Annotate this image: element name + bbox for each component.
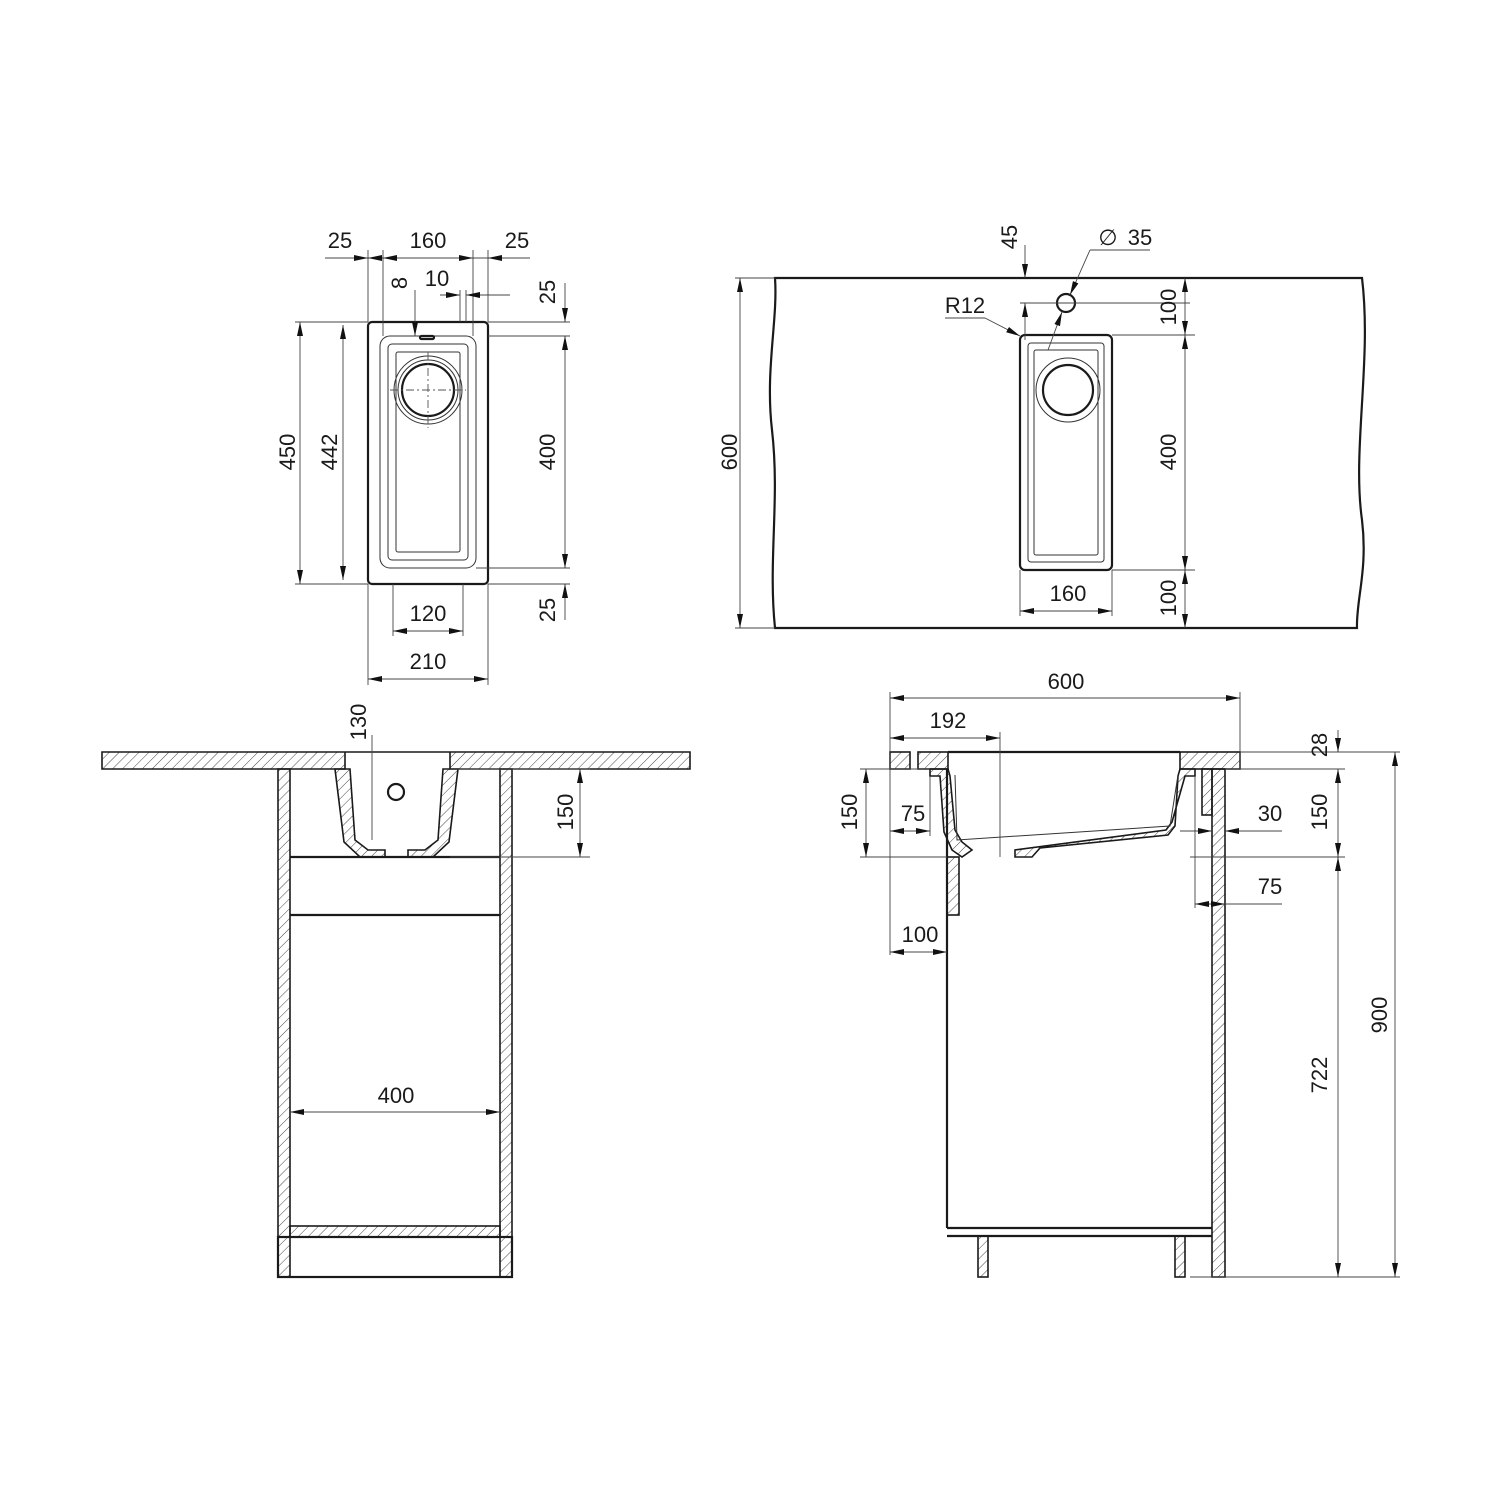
dim-cutout-width: 160 <box>1050 581 1087 606</box>
countertop-plan-view: 45 ∅ 35 R12 600 100 400 100 160 <box>717 225 1366 630</box>
dim-bowl-width: 160 <box>410 228 447 253</box>
dim-slot: 10 <box>425 266 449 291</box>
dim-worktop-depth: 600 <box>1048 669 1085 694</box>
dim-top-margin: 25 <box>535 280 560 304</box>
cutout-outline <box>1018 333 1114 572</box>
dim-clip-spacing: 120 <box>410 601 447 626</box>
dim-rail: 100 <box>902 922 939 947</box>
sink-plan-view: 25 160 25 8 10 25 400 25 450 442 120 210 <box>275 228 570 685</box>
dim-right-margin: 25 <box>505 228 529 253</box>
dim-overall-length: 450 <box>275 434 300 471</box>
dim-bowl-length: 400 <box>535 434 560 471</box>
overflow-icon <box>386 782 406 802</box>
dim-bottom-margin: 25 <box>535 598 560 622</box>
dim-bowl-depth-right: 150 <box>1307 794 1332 831</box>
dim-overall-width: 210 <box>410 649 447 674</box>
dim-left-margin: 25 <box>328 228 352 253</box>
dim-bowl-depth-left: 150 <box>837 794 862 831</box>
dim-drain-offset: 192 <box>930 708 967 733</box>
dim-rear-gap: 30 <box>1258 801 1282 826</box>
dim-tap-offset: 45 <box>997 225 1022 249</box>
dim-rear-offset: 75 <box>1258 874 1282 899</box>
dim-worktop-thickness: 28 <box>1307 733 1332 757</box>
dim-total-height: 900 <box>1367 997 1392 1034</box>
sink-outline <box>366 320 490 586</box>
dim-front-offset: 75 <box>901 801 925 826</box>
dim-rim-offset: 8 <box>387 277 412 289</box>
dim-back-gap: 100 <box>1156 580 1181 617</box>
countertop-outline <box>768 276 1366 630</box>
drain-icon <box>1035 357 1101 423</box>
diameter-symbol: ∅ <box>1098 225 1117 250</box>
dim-sink-depth: 130 <box>346 704 371 741</box>
front-section-view: 130 150 400 <box>101 704 691 1279</box>
dim-cutout-length: 400 <box>1156 434 1181 471</box>
dim-front-gap: 100 <box>1156 289 1181 326</box>
dim-inner-length: 442 <box>317 434 342 471</box>
dim-base-height: 722 <box>1307 1057 1332 1094</box>
dim-bowl-depth: 150 <box>553 794 578 831</box>
dim-tap-hole: 35 <box>1128 225 1152 250</box>
dim-corner-radius: R12 <box>945 293 985 318</box>
dim-depth: 600 <box>717 434 742 471</box>
side-section-view: 600 192 28 150 722 900 150 75 30 75 100 <box>837 669 1400 1278</box>
dim-cabinet-inner-width: 400 <box>378 1083 415 1108</box>
